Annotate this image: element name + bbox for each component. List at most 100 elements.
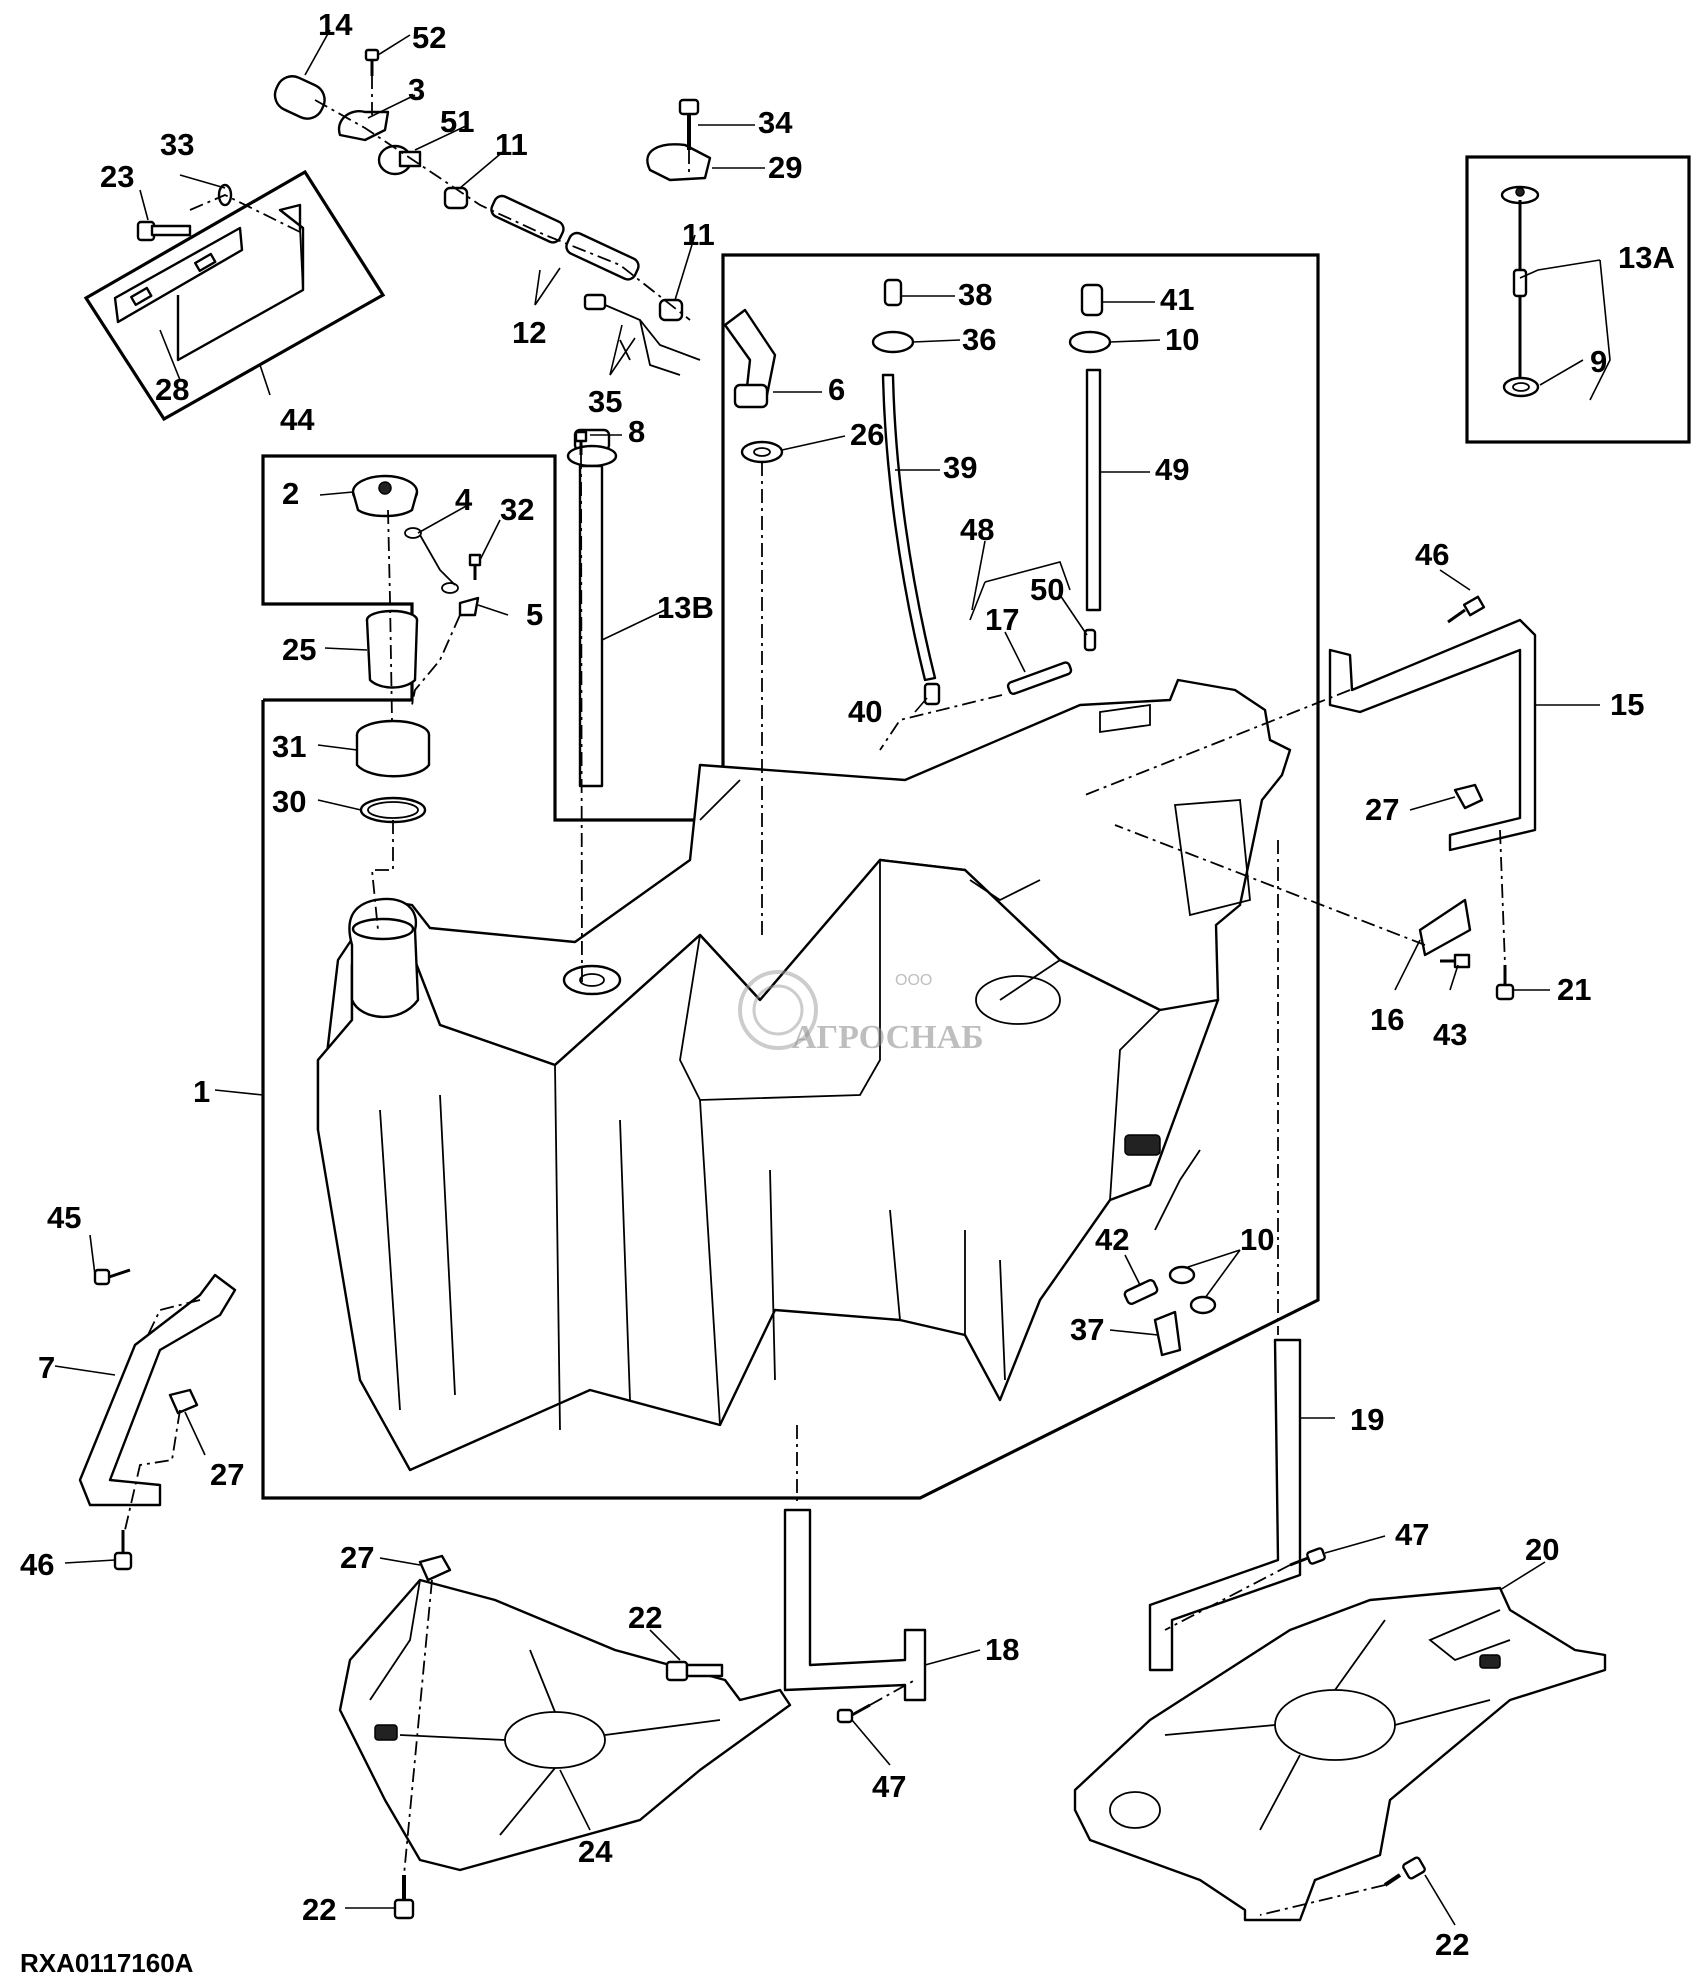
- watermark-prefix: ООО: [895, 972, 932, 989]
- elbow-37: [1153, 1310, 1182, 1357]
- callout-46-lower: 46: [20, 1547, 54, 1582]
- drawing-code: RXA0117160A: [20, 1948, 194, 1978]
- plug-40: [923, 682, 941, 706]
- callout-23: 23: [100, 159, 134, 194]
- callout-43: 43: [1433, 1017, 1467, 1052]
- callout-33: 33: [160, 127, 194, 162]
- callout-24: 24: [578, 1834, 613, 1869]
- callout-17: 17: [985, 602, 1019, 637]
- strap-18: [783, 1508, 927, 1702]
- callout-22-right: 22: [1435, 1927, 1469, 1962]
- callout-41: 41: [1160, 282, 1194, 317]
- callout-4: 4: [455, 482, 473, 517]
- callout-38: 38: [958, 277, 992, 312]
- callout-20: 20: [1525, 1532, 1559, 1567]
- bolt-22-bottom-left: [393, 1875, 415, 1920]
- screw-46-upper: [1447, 595, 1486, 624]
- callout-14: 14: [318, 7, 353, 42]
- screw-47-left: [836, 1703, 871, 1724]
- callout-1: 1: [193, 1074, 210, 1109]
- shield-20: [1073, 1586, 1607, 1922]
- fuel-tank-1: [316, 678, 1292, 1472]
- o-ring-30: [359, 796, 427, 824]
- callout-27-left: 27: [210, 1457, 244, 1492]
- bracket-44: [113, 203, 305, 362]
- fuel-level-sender-13b: [566, 428, 618, 788]
- clamp-11-upper: [443, 186, 469, 210]
- hose-12: [490, 194, 640, 281]
- screw-47-right: [1289, 1547, 1326, 1567]
- callout-39: 39: [943, 450, 977, 485]
- valve-38: [883, 278, 903, 307]
- callout-19: 19: [1350, 1402, 1384, 1437]
- bolt-34: [678, 98, 700, 150]
- callout-11-lower: 11: [682, 217, 715, 252]
- adapter-31: [355, 719, 431, 778]
- strap-15: [1328, 618, 1537, 852]
- grommet-26: [740, 440, 784, 464]
- callout-18: 18: [985, 1632, 1019, 1667]
- assembly-centerlines: [124, 75, 1506, 1916]
- filter-14: [273, 75, 326, 120]
- screw-21: [1495, 965, 1515, 1001]
- elbow-6: [723, 308, 777, 409]
- callout-10-upper: 10: [1165, 322, 1199, 357]
- valve-41: [1080, 283, 1104, 317]
- callout-11-upper: 11: [495, 127, 528, 162]
- fitting-42: [1123, 1279, 1159, 1305]
- strainer-25: [365, 609, 419, 689]
- screw-52: [364, 48, 380, 76]
- callout-47-right: 47: [1395, 1517, 1429, 1552]
- callout-32: 32: [500, 492, 534, 527]
- callout-29: 29: [768, 150, 802, 185]
- callout-8: 8: [628, 414, 645, 449]
- callout-30: 30: [272, 784, 306, 819]
- tee-17: [1006, 661, 1073, 695]
- callout-40: 40: [848, 694, 882, 729]
- callout-7: 7: [38, 1350, 55, 1385]
- callout-45: 45: [47, 1200, 81, 1235]
- screw-45: [93, 1268, 131, 1286]
- bolt-22-mid: [665, 1660, 724, 1682]
- callout-2: 2: [282, 476, 299, 511]
- callout-34: 34: [758, 105, 793, 140]
- clip-3: [337, 110, 390, 142]
- nut-27-bottom: [418, 1554, 452, 1582]
- callout-15: 15: [1610, 687, 1644, 722]
- bracket-5: [458, 596, 480, 617]
- callout-31: 31: [272, 729, 306, 764]
- callout-26: 26: [850, 417, 884, 452]
- frame-bracket-44: [83, 169, 386, 422]
- callout-labels: 14 52 3 51 11 33 23 28 44 12 35 11 34 29…: [20, 7, 1675, 1962]
- callout-12: 12: [512, 315, 546, 350]
- callout-27-bottom: 27: [340, 1540, 374, 1575]
- callout-9: 9: [1590, 344, 1607, 379]
- callout-48: 48: [960, 512, 994, 547]
- bolt-23: [136, 220, 192, 242]
- clamp-11-lower: [658, 298, 684, 322]
- nut-27-left: [168, 1388, 199, 1415]
- seal-9: [1502, 376, 1540, 398]
- tether-4: [404, 527, 459, 594]
- harness-35: [583, 293, 701, 376]
- watermark-brand: АГРОСНАБ: [792, 1019, 984, 1056]
- fuel-level-sender-13a: [1500, 185, 1540, 380]
- callout-35: 35: [588, 384, 622, 419]
- callout-22-mid: 22: [628, 1600, 662, 1635]
- screw-46-lower: [113, 1530, 133, 1571]
- callout-27-right: 27: [1365, 792, 1399, 827]
- cap-2: [351, 474, 419, 518]
- callout-10-lower: 10: [1240, 1222, 1274, 1257]
- shield-24: [338, 1578, 792, 1872]
- strap-19: [1148, 1338, 1302, 1672]
- callout-16: 16: [1370, 1002, 1404, 1037]
- watermark: ООО АГРОСНАБ: [738, 970, 984, 1056]
- callout-13a: 13A: [1618, 240, 1675, 275]
- clamp-36: [871, 330, 915, 354]
- bolt-22-right: [1383, 1856, 1426, 1887]
- screw-32: [468, 553, 482, 580]
- callout-25: 25: [282, 632, 316, 667]
- callout-52: 52: [412, 20, 446, 55]
- callout-28: 28: [155, 372, 189, 407]
